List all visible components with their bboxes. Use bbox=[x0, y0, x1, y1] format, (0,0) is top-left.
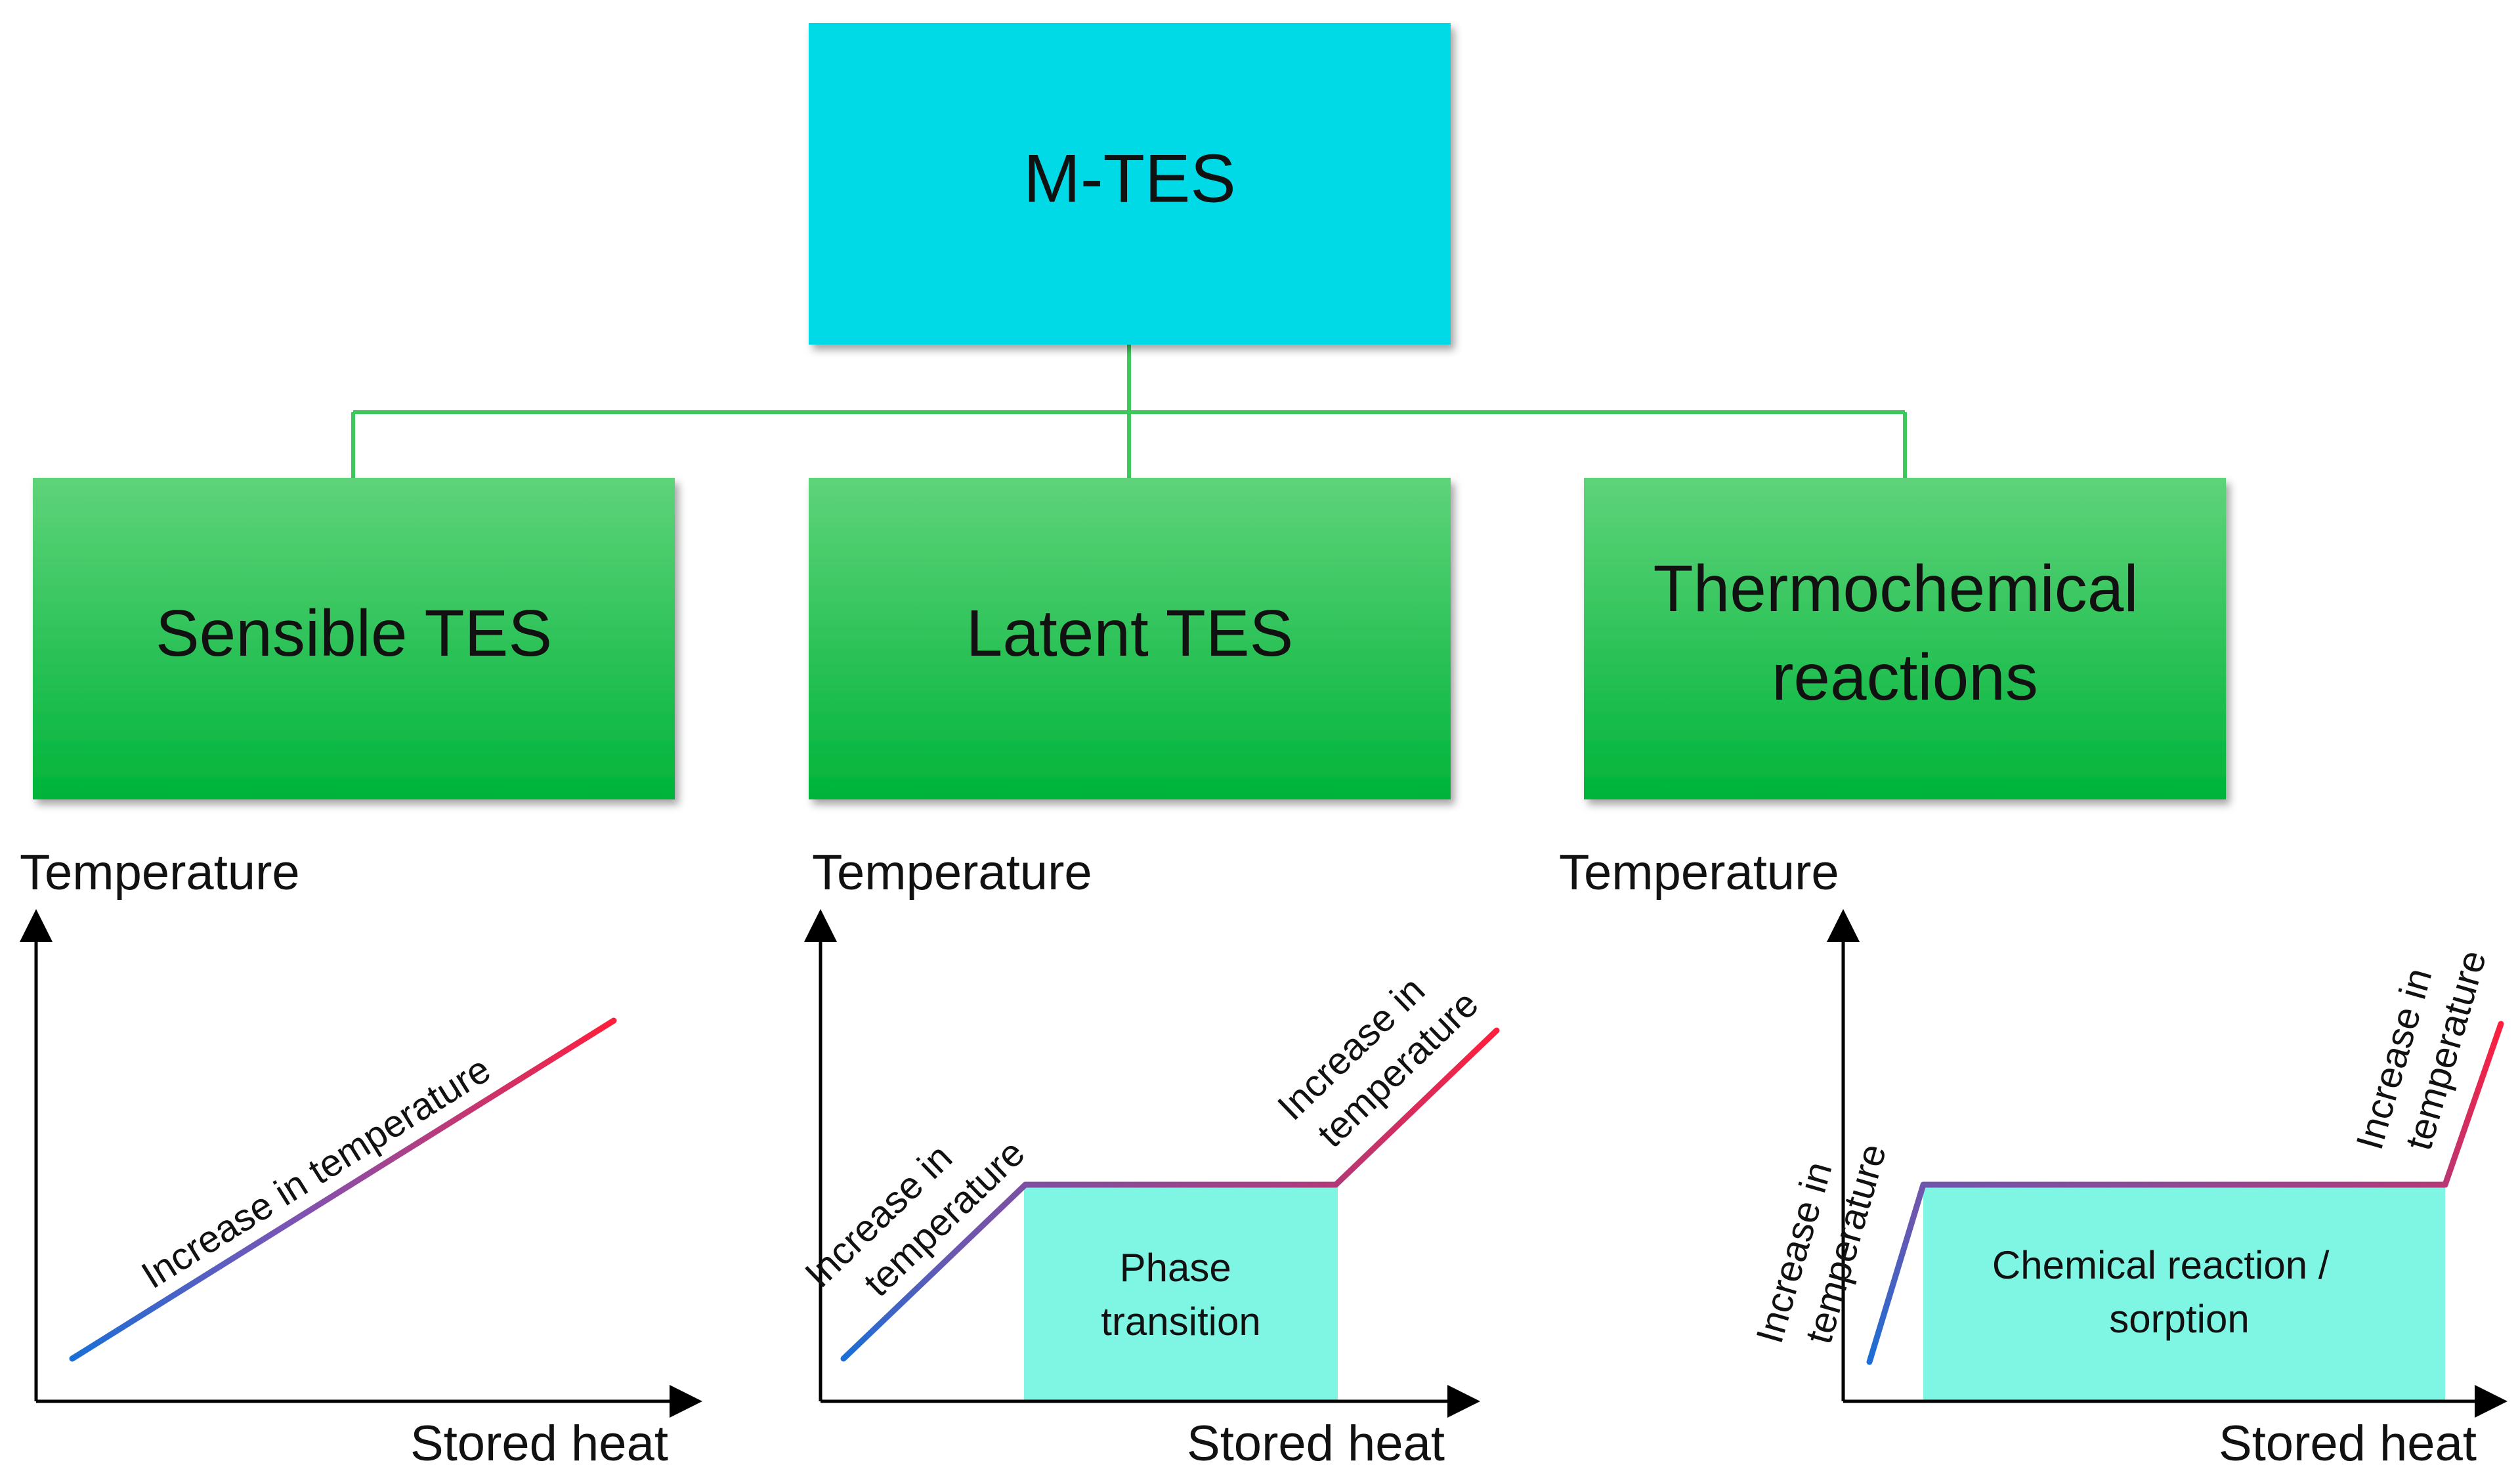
root-label: M-TES bbox=[1023, 140, 1236, 217]
region-label-line: Phase bbox=[1120, 1246, 1231, 1290]
category-label-line: reactions bbox=[1772, 641, 2038, 714]
curve-annotation: Increase in temperature bbox=[2348, 933, 2494, 1168]
x-axis-label: Stored heat bbox=[1187, 1416, 1445, 1472]
category-label-line: Latent TES bbox=[966, 597, 1294, 670]
curve-annotation: Increase in temperature bbox=[1270, 948, 1487, 1162]
chemical-reaction-region bbox=[1923, 1185, 2445, 1401]
category-box bbox=[1584, 478, 2226, 799]
plot-latent: Temperature Phase transition Stored heat… bbox=[797, 845, 1500, 1472]
region-label: Chemical reaction / sorption bbox=[1992, 1243, 2340, 1341]
phase-transition-region bbox=[1024, 1185, 1338, 1401]
region-label-line: transition bbox=[1101, 1300, 1260, 1344]
region-label-line: sorption bbox=[2109, 1297, 2249, 1341]
temperature-curve bbox=[840, 1027, 1500, 1362]
curve-annotation: Increase in temperature bbox=[134, 1048, 498, 1297]
region-label-line: Chemical reaction / bbox=[1992, 1243, 2330, 1287]
curve-annotation: Increase in temperature bbox=[1748, 1126, 1894, 1361]
x-axis-label: Stored heat bbox=[410, 1416, 668, 1472]
category-label-line: Thermochemical bbox=[1654, 552, 2139, 625]
category-node-sensible: Sensible TES bbox=[33, 478, 675, 799]
temperature-curve bbox=[1866, 1021, 2504, 1365]
root-node: M-TES bbox=[809, 23, 1451, 345]
category-label: Thermochemical reactions bbox=[1654, 552, 2157, 714]
plot-sensible: Temperature Stored heat Increase in temp… bbox=[20, 845, 702, 1472]
category-label: Latent TES bbox=[966, 597, 1294, 670]
plot-thermochemical: Temperature Chemical reaction / sorption… bbox=[1559, 845, 2507, 1472]
category-box bbox=[33, 478, 675, 799]
x-axis-label: Stored heat bbox=[2219, 1416, 2477, 1472]
y-axis-label: Temperature bbox=[20, 845, 300, 901]
root-box bbox=[809, 23, 1451, 345]
y-axis-label: Temperature bbox=[812, 845, 1092, 901]
temperature-curve bbox=[69, 1017, 617, 1362]
category-label-line: Sensible TES bbox=[156, 597, 552, 670]
annotation-line: Increase in temperature bbox=[134, 1048, 498, 1297]
category-box bbox=[809, 478, 1451, 799]
tree-connectors bbox=[351, 345, 1907, 478]
category-label: Sensible TES bbox=[156, 597, 552, 670]
y-axis-label: Temperature bbox=[1559, 845, 1839, 901]
category-node-thermochemical: Thermochemical reactions bbox=[1584, 478, 2226, 799]
region-label: Phase transition bbox=[1101, 1246, 1260, 1344]
category-node-latent: Latent TES bbox=[809, 478, 1451, 799]
